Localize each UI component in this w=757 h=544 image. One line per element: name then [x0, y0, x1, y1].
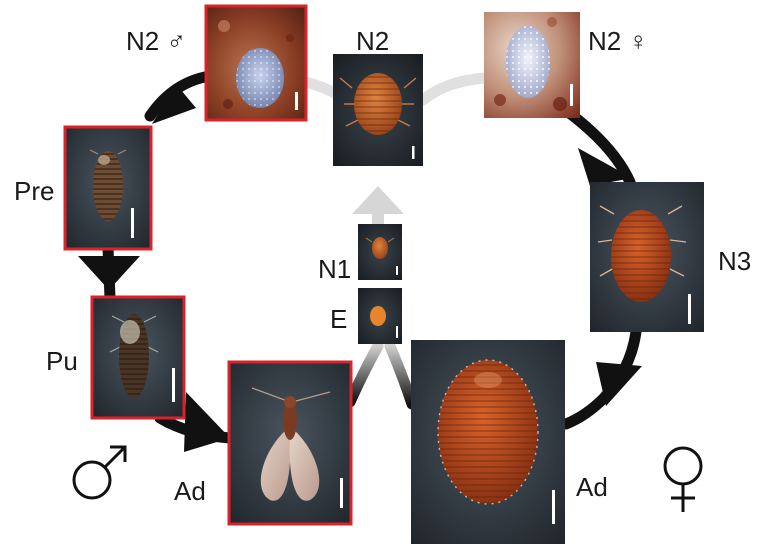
- photo-n3: [590, 182, 704, 332]
- connector-n2-to-n2-female: [423, 78, 484, 100]
- shaft-n1-to-n2: [372, 206, 384, 224]
- photo-n2-male: [206, 6, 306, 120]
- label-n2: N2: [356, 28, 389, 54]
- photo-n2-female: [484, 12, 580, 118]
- photo-pre: [65, 127, 151, 249]
- photo-ad-female: [411, 340, 565, 544]
- photo-n1: [358, 224, 402, 280]
- female-symbol: [665, 448, 701, 512]
- label-n2-female: N2 ♀: [588, 28, 648, 54]
- photo-egg: [358, 288, 402, 344]
- photo-pu: [92, 297, 184, 418]
- arrowhead-to-ad-male: [184, 392, 230, 452]
- connector-ad-male-to-egg: [350, 346, 378, 402]
- connector-ad-female-corner: [566, 398, 604, 424]
- male-symbol: [74, 447, 125, 498]
- label-n3: N3: [718, 248, 751, 274]
- label-ad-male: Ad: [174, 478, 206, 504]
- label-pu: Pu: [46, 348, 78, 374]
- label-ad-female: Ad: [576, 474, 608, 500]
- label-e: E: [330, 306, 347, 332]
- photo-n2: [333, 54, 423, 166]
- label-n2-male: N2 ♂: [126, 28, 186, 54]
- label-pre: Pre: [14, 178, 54, 204]
- photo-ad-male: [229, 362, 351, 524]
- label-n1: N1: [318, 256, 351, 282]
- arrowhead-to-pu: [78, 256, 140, 290]
- connector-ad-female-to-egg: [390, 346, 412, 404]
